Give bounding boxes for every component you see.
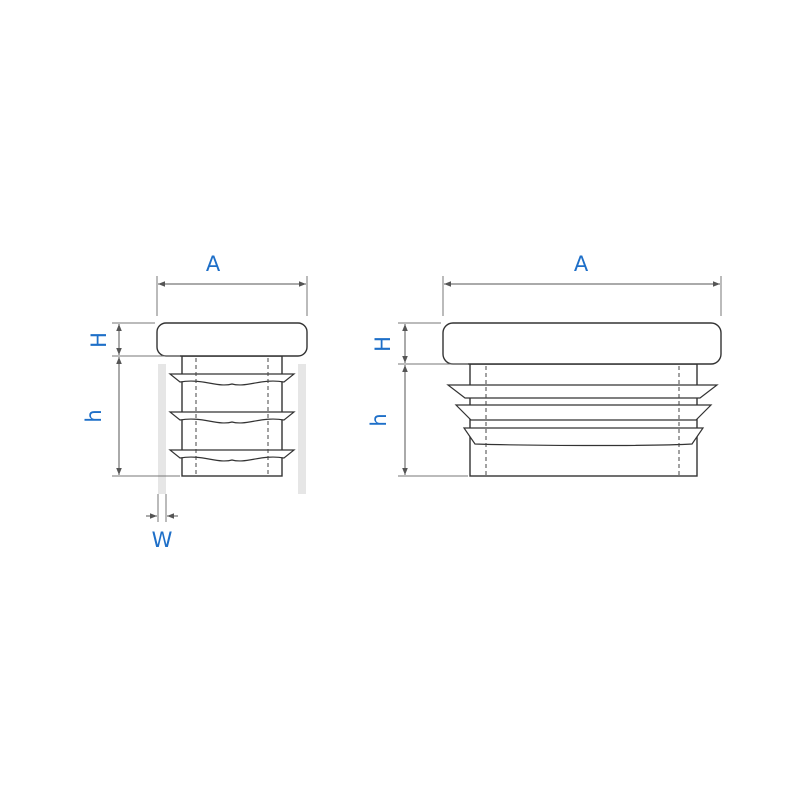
right-cap-h-label: H bbox=[371, 336, 395, 352]
left-fin-1 bbox=[168, 373, 296, 386]
right-a-label: A bbox=[574, 252, 589, 276]
right-fin-3 bbox=[462, 427, 705, 447]
left-fins bbox=[168, 373, 296, 462]
right-fin-2 bbox=[454, 404, 713, 421]
left-w-label: W bbox=[152, 528, 173, 552]
right-cap-head bbox=[442, 322, 722, 365]
left-a-label: A bbox=[206, 252, 221, 276]
left-view: A H h W bbox=[82, 252, 308, 552]
right-view: A H h bbox=[367, 252, 722, 477]
right-insert-h-label: h bbox=[367, 413, 391, 426]
left-tube-wall-right bbox=[298, 364, 306, 494]
left-insert-h-label: h bbox=[82, 409, 106, 422]
left-cap-h-label: H bbox=[87, 332, 111, 348]
left-fin-2 bbox=[168, 411, 296, 424]
left-cap-head bbox=[156, 322, 308, 357]
right-fins bbox=[446, 384, 719, 447]
right-fin-1 bbox=[446, 384, 719, 399]
left-tube-wall-left bbox=[158, 364, 166, 494]
left-fin-3 bbox=[168, 449, 296, 462]
